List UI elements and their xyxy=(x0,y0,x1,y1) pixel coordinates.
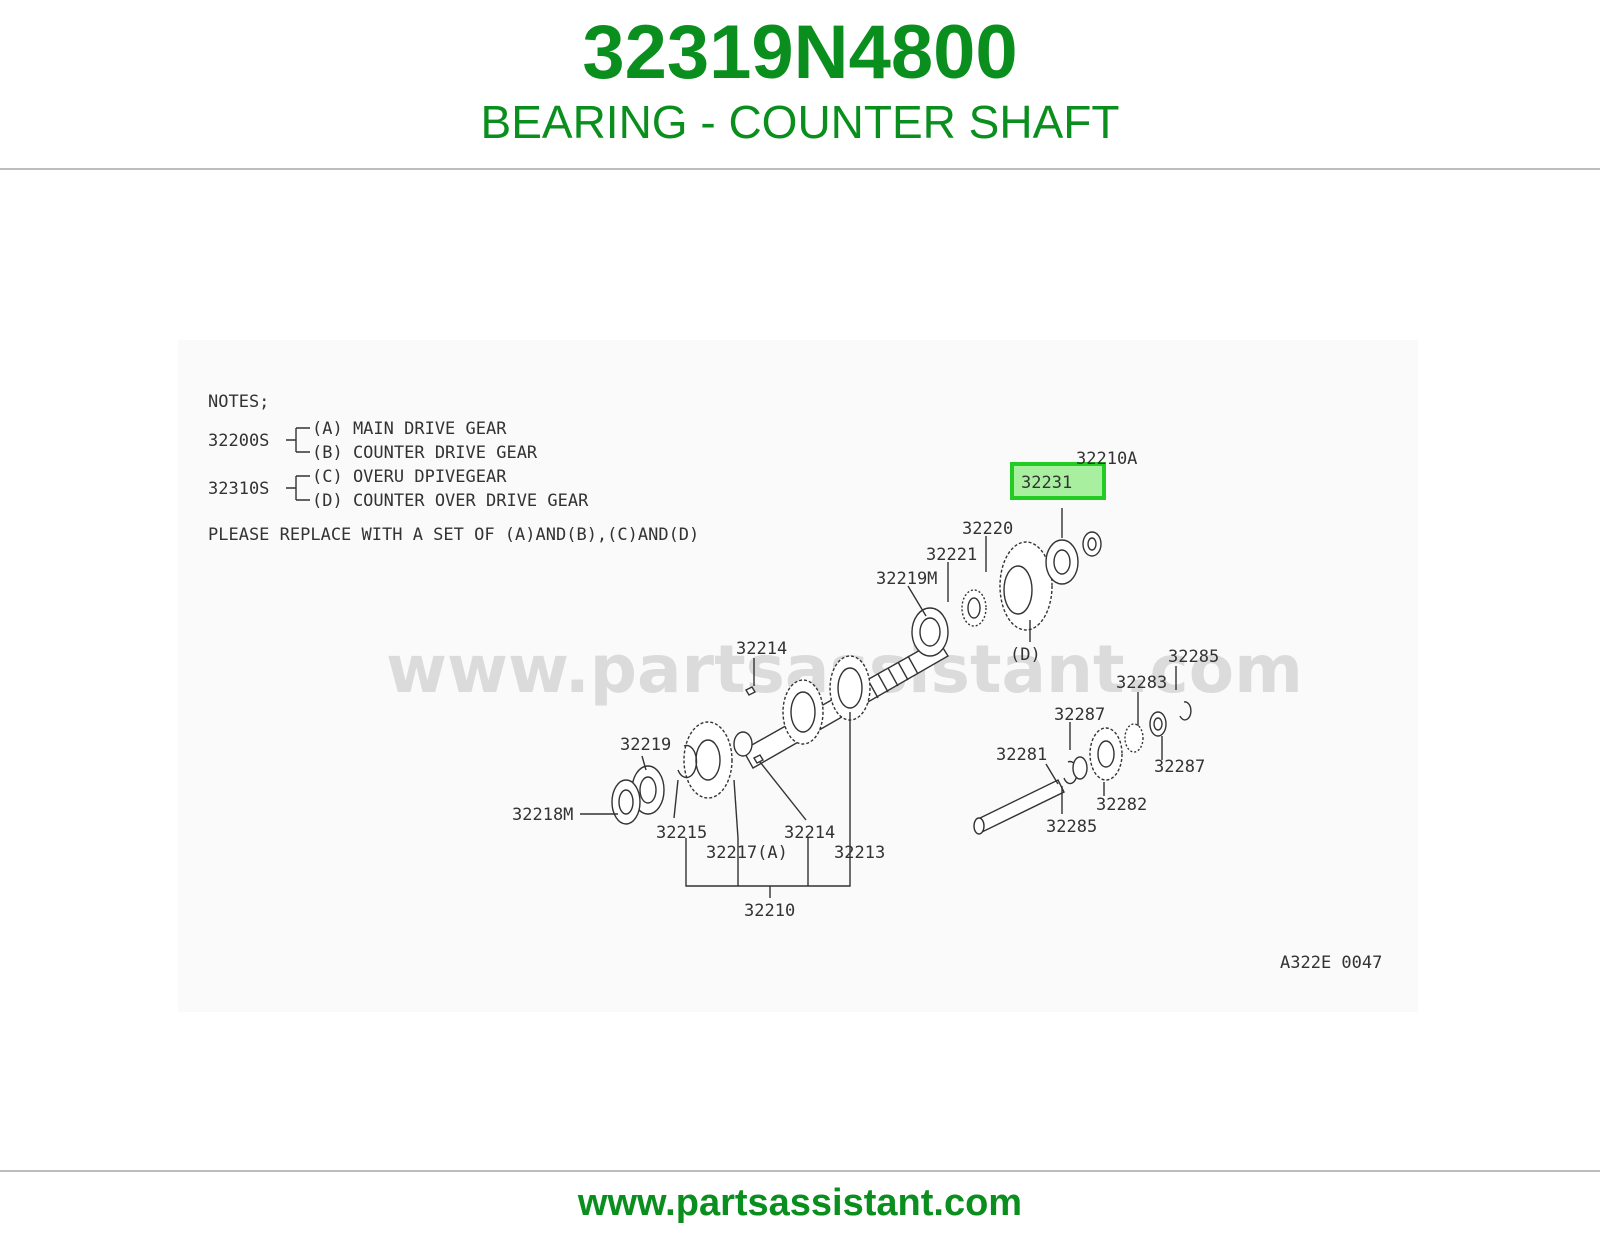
gear-32213 xyxy=(829,655,871,721)
label-32219M: 32219M xyxy=(876,569,937,589)
snap-ring-32285-upper xyxy=(1179,701,1192,721)
label-32282: 32282 xyxy=(1096,795,1147,815)
label-D: (D) xyxy=(1010,645,1041,665)
part-name-subtitle: BEARING - COUNTER SHAFT xyxy=(480,96,1120,148)
note-bracket-1 xyxy=(286,427,310,453)
label-32220: 32220 xyxy=(962,519,1013,539)
label-32218M: 32218M xyxy=(512,805,573,825)
leader-32214-bottom xyxy=(759,761,807,821)
label-32214-top: 32214 xyxy=(736,639,787,659)
bearing-32219M xyxy=(911,607,949,657)
note-replace: PLEASE REPLACE WITH A SET OF (A)AND(B),(… xyxy=(208,525,699,545)
snap-ring-32215 xyxy=(677,744,698,779)
gear-32220-D xyxy=(999,541,1053,631)
notes-block: NOTES; 32200S (A) MAIN DRIVE GEAR (B) CO… xyxy=(208,392,699,545)
note-bracket-2 xyxy=(286,475,310,501)
label-32285-lower: 32285 xyxy=(1046,817,1097,837)
notes-heading: NOTES; xyxy=(208,392,269,412)
note-group1-code: 32200S xyxy=(208,431,269,451)
leader-32217A xyxy=(733,779,739,839)
washer-32287-lower xyxy=(1072,756,1088,780)
leader-32281 xyxy=(1045,763,1059,785)
label-32231-highlighted[interactable]: 32231 xyxy=(1021,473,1072,493)
label-32281: 32281 xyxy=(996,745,1047,765)
leader-lines xyxy=(580,508,1177,898)
shaft-splines xyxy=(857,655,919,705)
footer-website-link[interactable]: www.partsassistant.com xyxy=(577,1182,1023,1224)
label-32283: 32283 xyxy=(1116,673,1167,693)
figure-code: A322E 0047 xyxy=(1280,953,1382,973)
label-32214-bottom: 32214 xyxy=(784,823,835,843)
label-32217A: 32217(A) xyxy=(706,843,788,863)
gear-32217A xyxy=(782,679,824,745)
key-32214-bottom xyxy=(753,754,764,764)
label-32221: 32221 xyxy=(926,545,977,565)
footer-divider xyxy=(0,1170,1600,1172)
bracket-32210-ticks xyxy=(737,838,809,898)
note-group1-a: (A) MAIN DRIVE GEAR xyxy=(312,419,507,439)
label-32219: 32219 xyxy=(620,735,671,755)
key-32214-top xyxy=(745,686,756,696)
bearing-32231 xyxy=(1045,539,1079,585)
note-group1-b: (B) COUNTER DRIVE GEAR xyxy=(312,443,538,463)
needle-bearing-32221 xyxy=(961,589,987,627)
part-number-title: 32319N4800 xyxy=(582,10,1018,95)
diagram-panel xyxy=(178,340,1418,1012)
nut-32210A xyxy=(1082,531,1102,557)
label-32287-lower: 32287 xyxy=(1154,757,1205,777)
highlight-box-32231[interactable] xyxy=(1010,462,1106,500)
shaft-front-end xyxy=(733,731,753,757)
label-32213: 32213 xyxy=(834,843,885,863)
leader-32219 xyxy=(641,755,647,771)
leader-32215 xyxy=(673,779,679,819)
exploded-parts-diagram: NOTES; 32200S (A) MAIN DRIVE GEAR (B) CO… xyxy=(208,392,1382,973)
counter-shaft-assembly xyxy=(733,531,1102,769)
note-group2-code: 32310S xyxy=(208,479,269,499)
label-32285-upper: 32285 xyxy=(1168,647,1219,667)
note-group2-c: (C) OVERU DPIVEGEAR xyxy=(312,467,507,487)
leader-32219M xyxy=(907,585,927,617)
idler-shaft-group xyxy=(973,701,1192,835)
needle-bearing-32283 xyxy=(1124,723,1144,753)
part-labels: 32210A 32220 32221 32219M (D) 32214 3221… xyxy=(512,449,1219,921)
bracket-32210 xyxy=(685,838,851,887)
header: 32319N4800 BEARING - COUNTER SHAFT xyxy=(0,0,1600,168)
note-group2-d: (D) COUNTER OVER DRIVE GEAR xyxy=(312,491,589,511)
front-gear-group xyxy=(611,686,764,825)
header-divider xyxy=(0,168,1600,170)
label-32215: 32215 xyxy=(656,823,707,843)
label-32210A: 32210A xyxy=(1076,449,1137,469)
label-32287-upper: 32287 xyxy=(1054,705,1105,725)
label-32210: 32210 xyxy=(744,901,795,921)
